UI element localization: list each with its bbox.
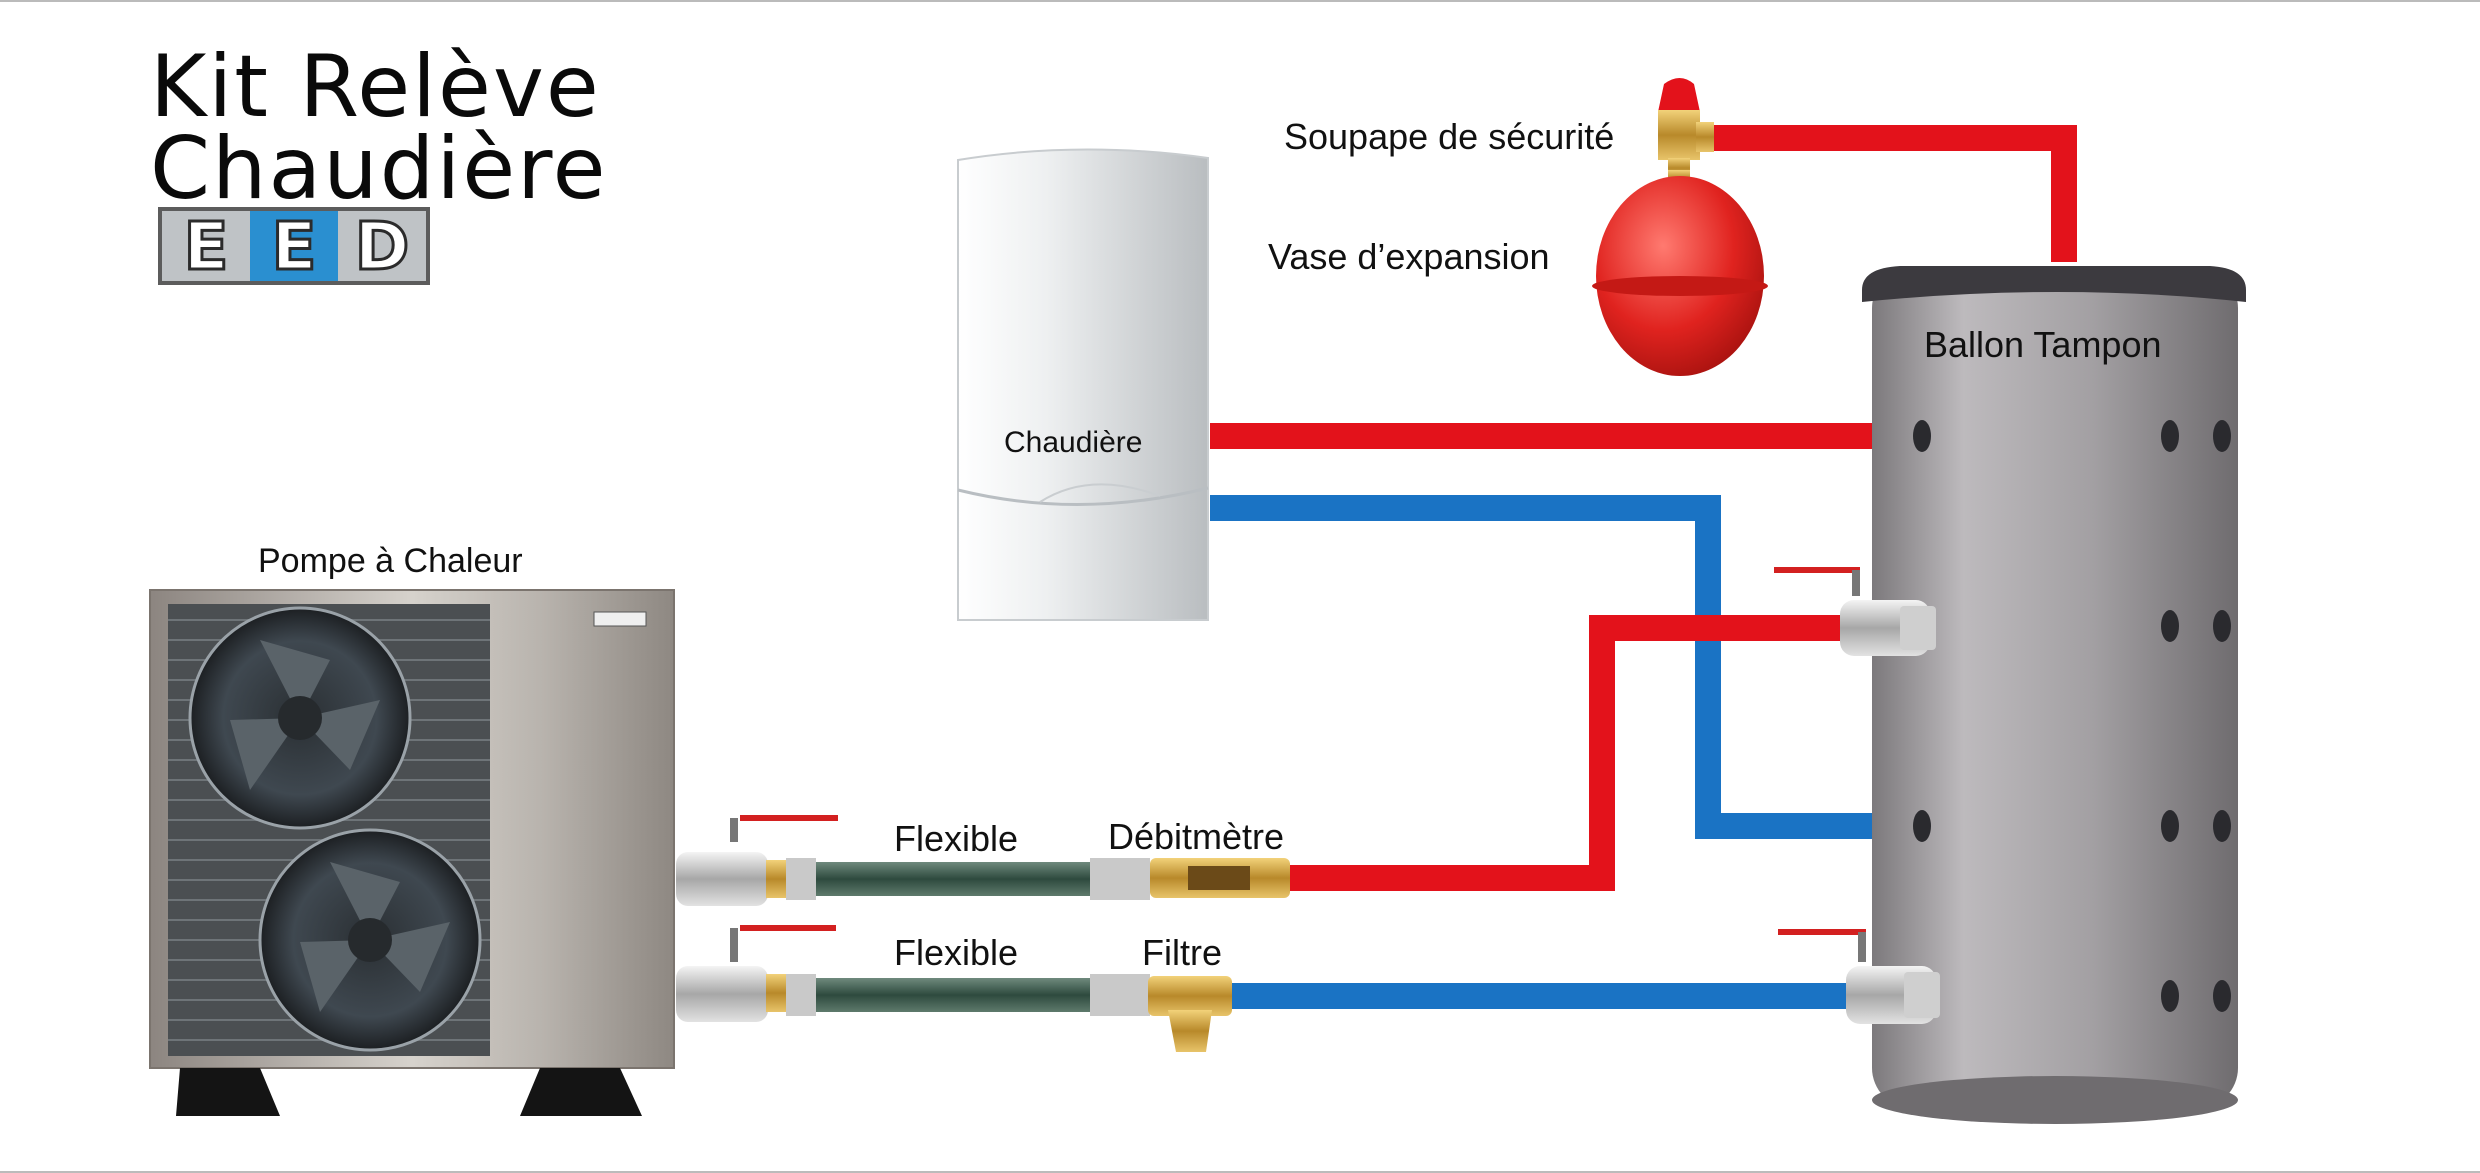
pac-valve-upper <box>676 815 838 906</box>
safety-valve <box>1658 78 1714 178</box>
title-line-2: Chaudière <box>150 119 608 219</box>
expansion-vessel <box>1592 170 1768 376</box>
top-border <box>0 0 2480 2</box>
label-flexible-lower: Flexible <box>894 932 1019 973</box>
flexible-hose-upper <box>786 862 1106 896</box>
tank-valve-lower <box>1778 929 1940 1024</box>
cold-pipe-boiler <box>1210 495 1920 839</box>
logo-letter-3: D <box>338 206 426 286</box>
buffer-tank <box>1862 266 2246 1124</box>
hot-pipe-safety <box>1708 125 2077 262</box>
label-flow-meter: Débitmètre <box>1108 816 1285 857</box>
pac-valve-lower <box>676 925 836 1022</box>
label-boiler: Chaudière <box>1004 426 1143 459</box>
label-flexible-upper: Flexible <box>894 818 1019 859</box>
label-safety-valve: Soupape de sécurité <box>1284 116 1615 157</box>
label-filter: Filtre <box>1142 932 1222 973</box>
tank-valve-upper <box>1774 567 1936 656</box>
flexible-hose-lower <box>786 978 1106 1012</box>
bottom-border <box>0 1171 2480 1173</box>
label-heat-pump: Pompe à Chaleur <box>258 542 523 580</box>
boiler <box>957 148 1209 621</box>
flow-meter <box>1150 858 1290 898</box>
label-expansion-vessel: Vase d’expansion <box>1268 236 1550 277</box>
hot-pipe-heatpump <box>1282 615 1850 891</box>
eed-logo: E E D <box>158 206 430 286</box>
title-line-1: Kit Relève <box>150 37 601 137</box>
filter <box>1148 976 1232 1052</box>
label-buffer-tank: Ballon Tampon <box>1924 324 2162 365</box>
heat-pump <box>149 589 675 1116</box>
logo-letter-1: E <box>162 206 250 286</box>
logo-letter-2: E <box>250 206 338 286</box>
